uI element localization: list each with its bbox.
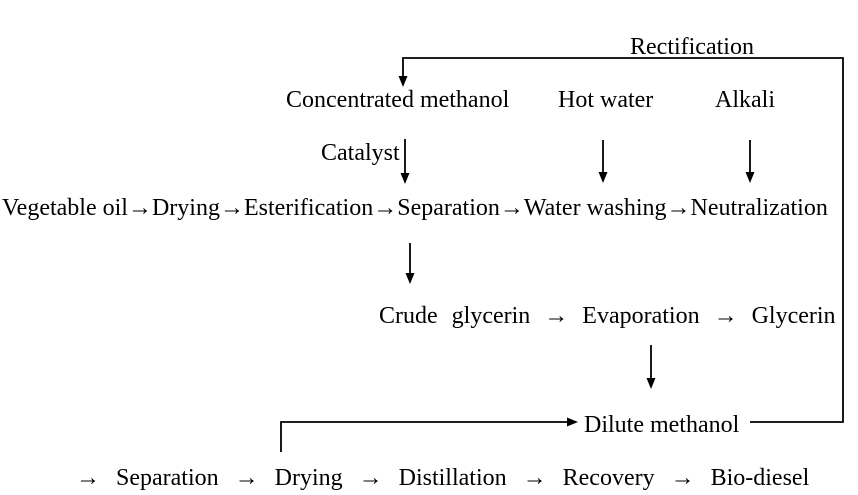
label-dilute-methanol: Dilute methanol <box>584 412 740 438</box>
label-alkali: Alkali <box>715 87 775 113</box>
evaporation-to-dilute-methanol-arrow <box>646 345 656 389</box>
label-concentrated-methanol: Concentrated methanol <box>286 87 510 113</box>
glycerin-process-row: Crude glycerin → Evaporation → Glycerin <box>379 303 836 329</box>
bottom-process-row: → Separation → Drying → Distillation → R… <box>76 465 810 491</box>
drying-to-dilute-methanol-arrow <box>280 417 578 452</box>
label-hot-water: Hot water <box>558 87 654 113</box>
alkali-down-arrow <box>745 140 755 183</box>
label-catalyst: Catalyst <box>321 140 400 166</box>
main-process-row: Vegetable oil→Drying→Esterification→Sepa… <box>2 195 828 221</box>
catalyst-down-arrow <box>400 139 410 184</box>
label-rectification: Rectification <box>630 34 754 60</box>
recycle-line-dilute-to-concentrated-arrow <box>398 57 844 423</box>
separation-to-crude-glycerin-arrow <box>405 243 415 284</box>
hot-water-down-arrow <box>598 140 608 183</box>
